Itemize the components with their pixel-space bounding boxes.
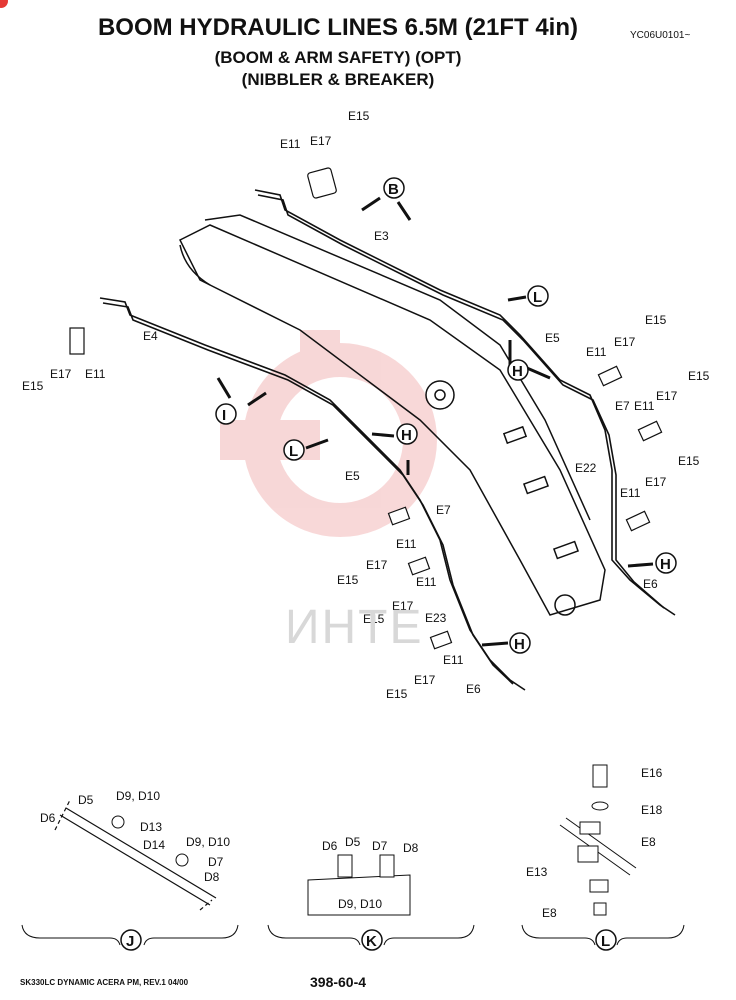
svg-text:E8: E8: [542, 906, 557, 920]
svg-text:D9, D10: D9, D10: [116, 789, 160, 803]
callout-l-top: [527, 285, 549, 307]
callout-circles: [215, 177, 677, 654]
page-subtitle-2: (NIBBLER & BREAKER): [241, 70, 435, 89]
svg-text:E11: E11: [586, 345, 607, 359]
svg-text:D14: D14: [143, 838, 165, 852]
svg-text:E11: E11: [443, 653, 464, 667]
svg-text:L: L: [601, 933, 610, 950]
callout-h-2: [396, 423, 418, 445]
detail-k: D6 D5 D7 D8 D9, D10 K: [267, 835, 475, 951]
svg-text:E11: E11: [416, 575, 437, 589]
callout-arrows: [216, 196, 654, 647]
clamps: [69, 167, 663, 650]
svg-text:E4: E4: [143, 329, 158, 343]
svg-text:E11: E11: [85, 367, 106, 381]
detail-j: D5 D6 D9, D10 D13 D14 D9, D10 D7 D8 J: [21, 789, 239, 951]
callout-h-label: H: [401, 427, 412, 444]
callout-l-mid: [283, 439, 305, 461]
svg-text:E17: E17: [645, 475, 667, 489]
svg-text:E11: E11: [396, 537, 417, 551]
callout-h-1: [507, 359, 529, 381]
svg-text:E15: E15: [363, 612, 385, 626]
svg-text:D7: D7: [372, 839, 388, 853]
svg-text:E11: E11: [280, 137, 301, 151]
svg-text:E17: E17: [50, 367, 72, 381]
svg-text:E17: E17: [366, 558, 388, 572]
svg-text:E16: E16: [641, 766, 663, 780]
svg-text:E17: E17: [656, 389, 678, 403]
svg-text:D7: D7: [208, 855, 224, 869]
svg-text:D6: D6: [322, 839, 338, 853]
callout-h-label: H: [512, 363, 523, 380]
svg-text:E5: E5: [345, 469, 360, 483]
svg-text:E11: E11: [620, 486, 641, 500]
footer-manual-ref: SK330LC DYNAMIC ACERA PM, REV.1 04/00: [20, 978, 189, 987]
svg-text:E15: E15: [678, 454, 700, 468]
callout-i: [215, 403, 237, 425]
svg-text:E11: E11: [634, 399, 655, 413]
callout-i-label: I: [222, 407, 226, 424]
svg-text:E8: E8: [641, 835, 656, 849]
svg-text:E15: E15: [348, 109, 370, 123]
svg-text:J: J: [126, 933, 134, 950]
svg-text:E17: E17: [614, 335, 636, 349]
svg-text:D13: D13: [140, 820, 162, 834]
callout-j: [120, 929, 142, 951]
svg-text:D6: D6: [40, 811, 56, 825]
svg-text:E13: E13: [526, 865, 548, 879]
footer-page-number: 398-60-4: [310, 974, 367, 990]
callout-h-3: [655, 552, 677, 574]
svg-text:E22: E22: [575, 461, 597, 475]
boom-structure: [178, 214, 606, 616]
svg-text:E6: E6: [466, 682, 481, 696]
svg-text:D8: D8: [403, 841, 419, 855]
watermark-text: ИНТЕ: [285, 601, 424, 654]
svg-text:E15: E15: [337, 573, 359, 587]
svg-text:E15: E15: [645, 313, 667, 327]
callout-l-detail: [595, 929, 617, 951]
svg-text:E18: E18: [641, 803, 663, 817]
e11-clamp-left: [69, 327, 85, 355]
page-subtitle-1: (BOOM & ARM SAFETY) (OPT): [214, 48, 462, 67]
svg-text:D8: D8: [204, 870, 220, 884]
serial-code: YC06U0101~: [630, 30, 691, 41]
svg-text:D5: D5: [78, 793, 94, 807]
svg-text:D9, D10: D9, D10: [186, 835, 230, 849]
callout-b: [383, 177, 405, 199]
svg-text:D9, D10: D9, D10: [338, 897, 382, 911]
hydraulic-lines: [99, 189, 676, 691]
callout-h-4: [509, 632, 531, 654]
detail-l: E16 E18 E8 E13 E8 L: [521, 764, 685, 951]
svg-text:D5: D5: [345, 835, 361, 849]
svg-text:E17: E17: [414, 673, 436, 687]
part-labels: E15 E17 E11 E3 E4 E15 E17 E11 E5 E11 E17…: [22, 109, 710, 701]
svg-text:E15: E15: [688, 369, 710, 383]
svg-text:E3: E3: [374, 229, 389, 243]
svg-text:E15: E15: [386, 687, 408, 701]
page-title: BOOM HYDRAULIC LINES 6.5M (21FT 4in): [97, 14, 579, 41]
callout-h-label: H: [514, 636, 525, 653]
e11-clamp-top: [307, 167, 337, 199]
svg-text:K: K: [366, 933, 377, 950]
svg-text:E17: E17: [310, 134, 332, 148]
callout-l-label: L: [289, 443, 298, 460]
callout-k: [361, 929, 383, 951]
corner-marker: [0, 0, 8, 8]
svg-text:E23: E23: [425, 611, 447, 625]
svg-text:E7: E7: [615, 399, 630, 413]
callout-b-label: B: [388, 181, 399, 198]
callout-h-label: H: [660, 556, 671, 573]
watermark-logo: [220, 330, 437, 537]
callout-l-label: L: [533, 289, 542, 306]
svg-text:E15: E15: [22, 379, 44, 393]
svg-text:E6: E6: [643, 577, 658, 591]
svg-text:E17: E17: [392, 599, 414, 613]
svg-text:E5: E5: [545, 331, 560, 345]
svg-text:E7: E7: [436, 503, 451, 517]
